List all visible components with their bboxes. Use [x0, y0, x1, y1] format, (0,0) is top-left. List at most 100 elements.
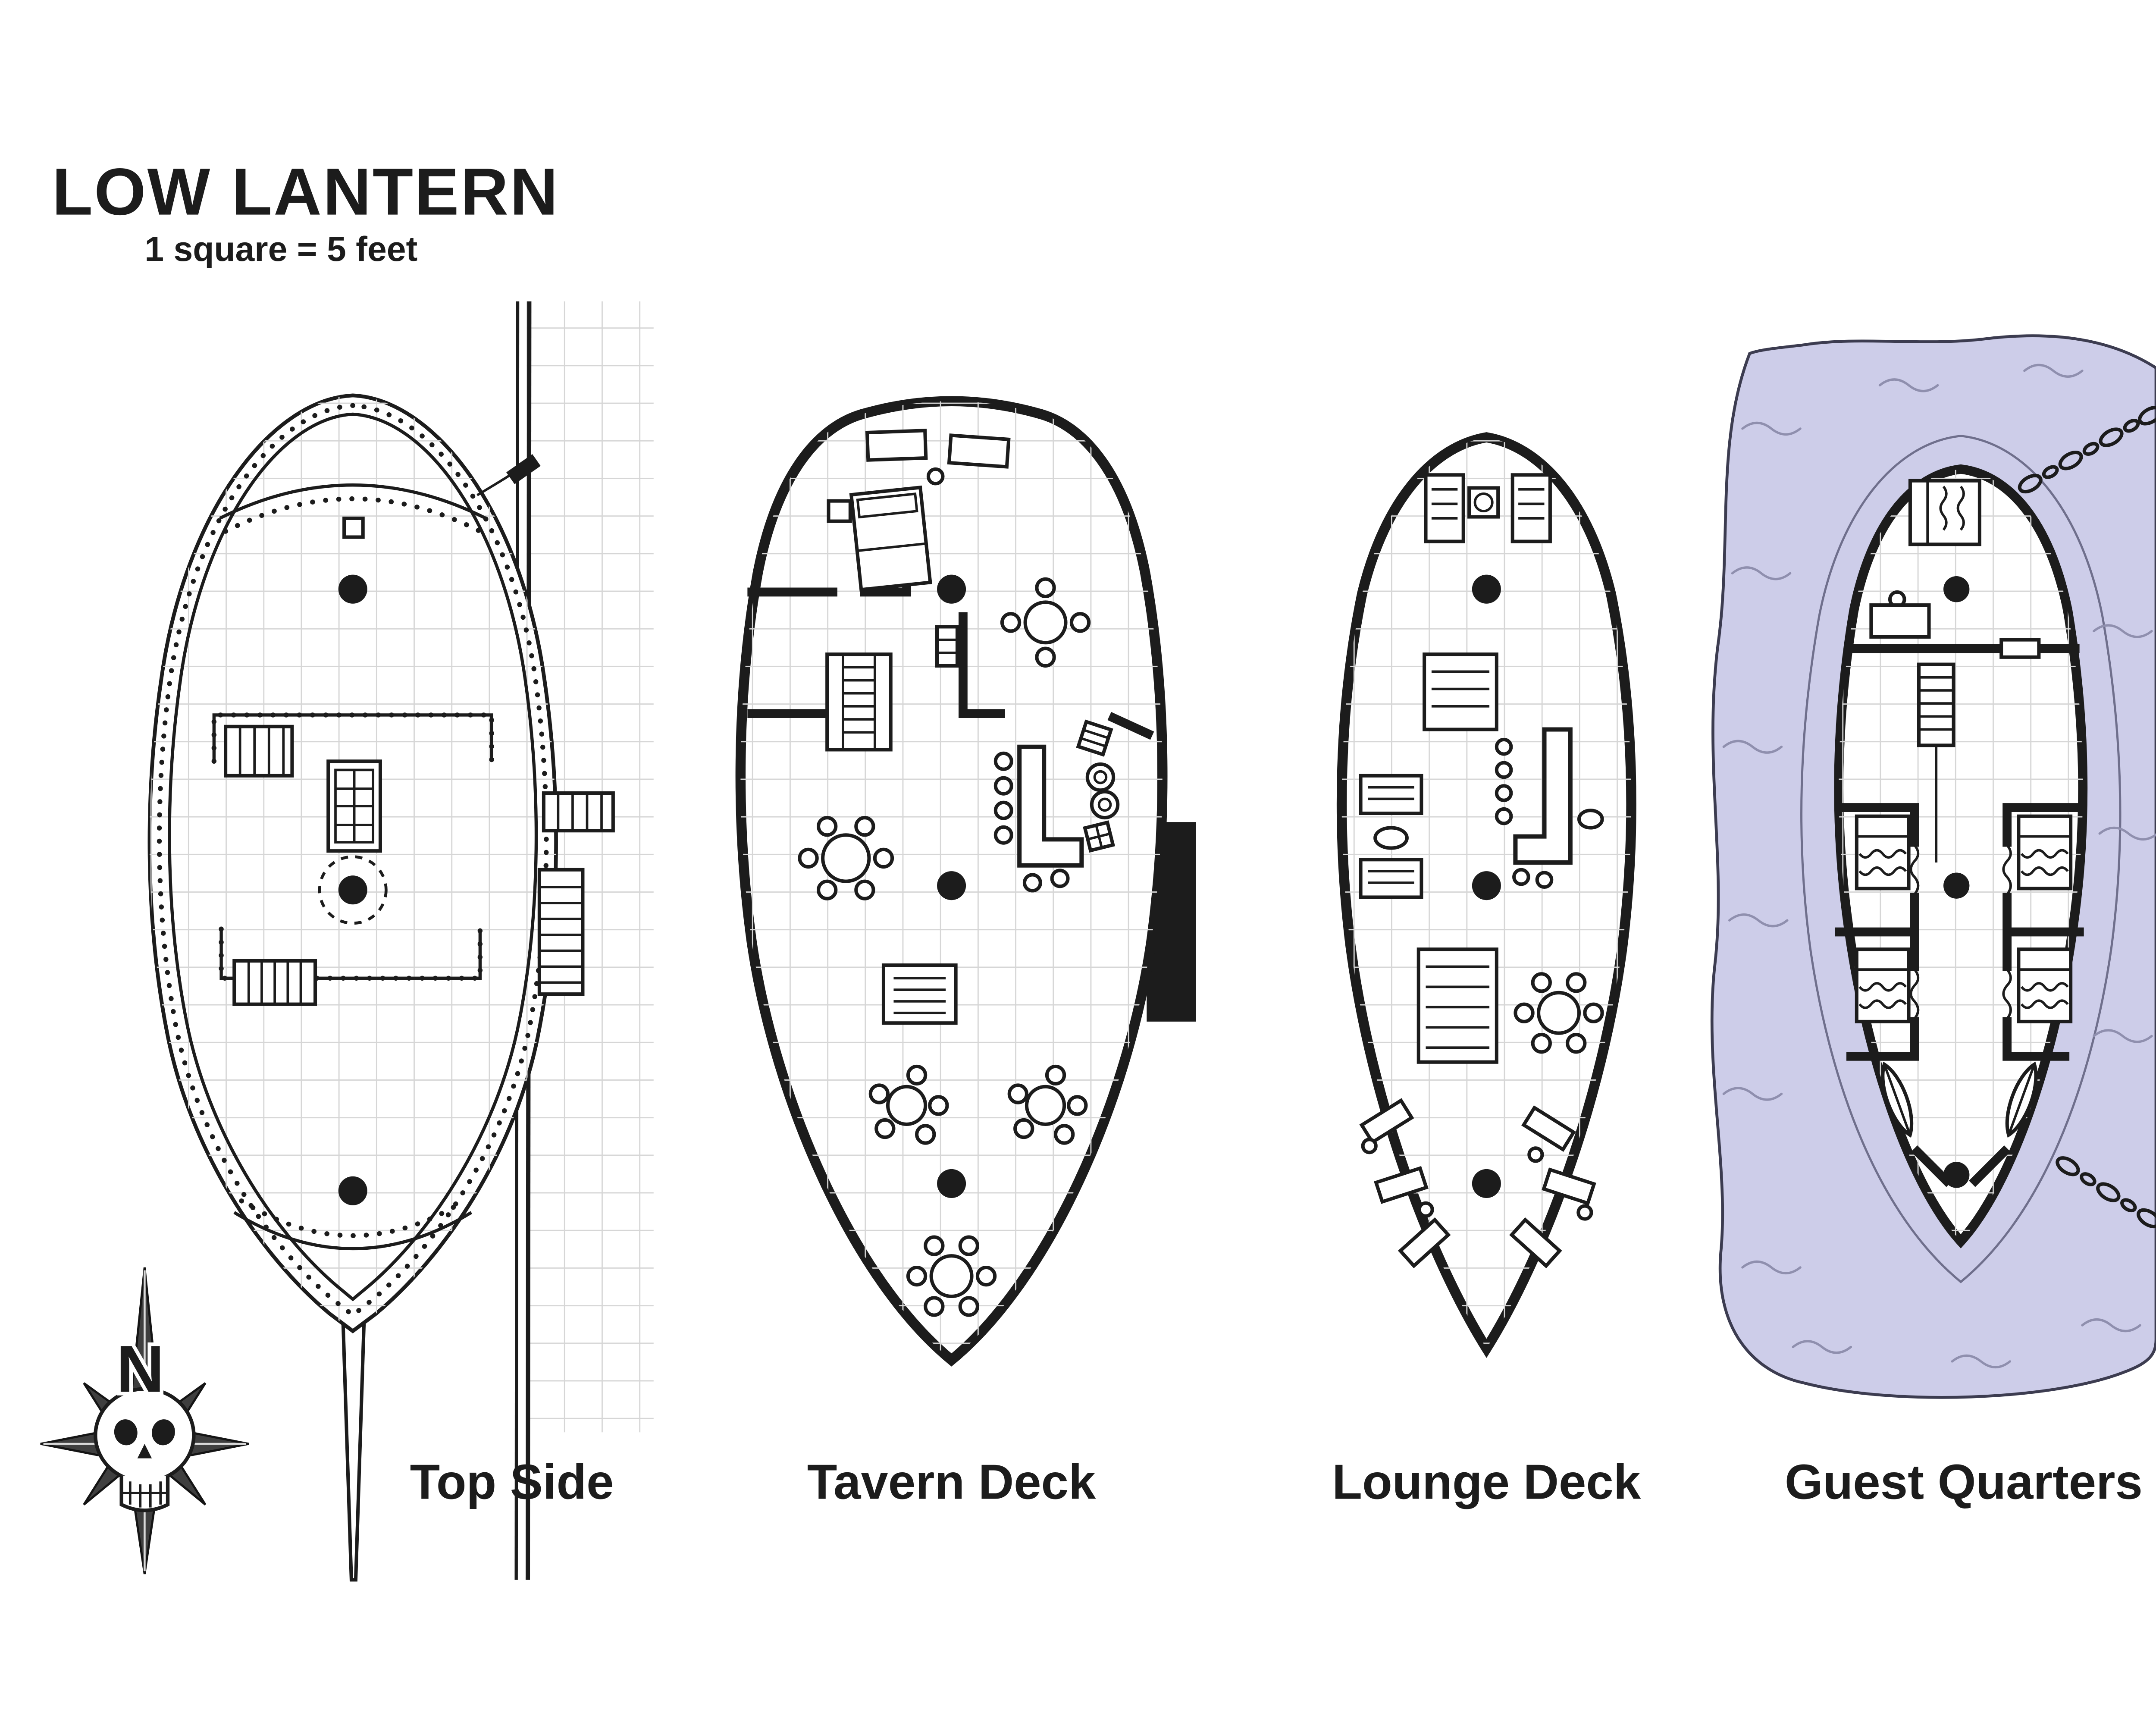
chair: [1566, 972, 1587, 993]
mooring-rope: [476, 471, 516, 496]
mast-icon: [1472, 574, 1501, 604]
barrel-top: [1093, 770, 1108, 784]
chair: [1531, 972, 1552, 993]
keg-rack-lines: [937, 638, 957, 654]
feast-table: [881, 963, 958, 1025]
bench: [1542, 1167, 1596, 1206]
mast-ring: [318, 855, 388, 925]
chair: [958, 1296, 979, 1317]
bed: [849, 485, 932, 592]
side-table: [865, 429, 928, 462]
lifeboat: [2005, 1061, 2038, 1138]
inner-hull-line: [168, 412, 538, 1302]
gangway-planks: [557, 793, 603, 831]
stair-steps: [247, 961, 302, 1004]
bed-linens: [1856, 968, 1909, 1009]
stool: [926, 467, 945, 486]
bench: [1374, 1166, 1429, 1204]
bar-stool: [1512, 868, 1530, 886]
barrel-top: [1097, 797, 1112, 812]
quarterdeck-dots: [223, 496, 483, 534]
chair: [906, 1064, 928, 1086]
interior-walls: [1835, 644, 2084, 1187]
mast-icon: [937, 871, 966, 900]
chair: [1069, 612, 1091, 633]
round-table: [886, 1085, 928, 1126]
chair: [915, 1124, 936, 1145]
bed-linens: [2018, 968, 2071, 1009]
barrel: [1085, 762, 1116, 792]
round-table: [929, 1254, 974, 1298]
chair: [1514, 1002, 1535, 1023]
bench: [1359, 1098, 1414, 1145]
chair: [924, 1235, 945, 1256]
round-table: [1023, 600, 1068, 645]
quarterdeck-edge: [219, 483, 487, 520]
stair-steps: [238, 726, 285, 776]
mast-icon: [1472, 871, 1501, 900]
stool: [1361, 1138, 1378, 1154]
forecastle-dots: [239, 1198, 467, 1238]
deck-plan-tavern-deck: [735, 396, 1196, 1367]
map-title: LOW LANTERN: [52, 154, 559, 229]
stair-steps: [1919, 676, 1954, 731]
mast-icon: [1943, 576, 1970, 602]
sofa: [1359, 774, 1423, 815]
chair: [1067, 1095, 1088, 1116]
barrel: [1090, 790, 1120, 820]
dock-ladder: [537, 868, 585, 996]
sofa: [1423, 652, 1498, 731]
bar-counter: [1513, 727, 1573, 865]
chair: [928, 1095, 949, 1116]
mast-icon: [1943, 1162, 1970, 1188]
mast-icon: [338, 574, 367, 604]
sofa: [1416, 947, 1498, 1064]
forecastle-edge: [233, 1211, 473, 1250]
capstan: [1473, 492, 1494, 512]
stairs: [224, 724, 294, 778]
chair: [874, 1118, 896, 1139]
sofa-cushions: [1431, 670, 1490, 708]
bar-stool: [993, 825, 1013, 845]
chair: [873, 847, 894, 869]
chair: [1013, 1118, 1034, 1139]
capstan-base: [1467, 486, 1500, 519]
chair: [1035, 646, 1056, 668]
bed-linens: [1856, 835, 1909, 876]
bed-linens: [2018, 835, 2071, 876]
nightstand: [827, 499, 852, 523]
chair: [975, 1265, 997, 1287]
chair: [798, 847, 819, 869]
mid-railing-dots: [219, 926, 483, 981]
lifeboat: [1881, 1061, 1914, 1138]
ripple-ring: [1800, 435, 2122, 1283]
mid-railing-dots: [211, 712, 494, 764]
sofa-cushions: [1368, 786, 1414, 800]
mast-icon: [1943, 872, 1970, 899]
chair: [854, 879, 875, 900]
bar-stool: [993, 776, 1013, 796]
bar-stool: [993, 800, 1013, 820]
skylight-panes: [335, 770, 373, 843]
mast-icon: [338, 1176, 367, 1205]
chair: [854, 816, 875, 837]
chair: [1583, 1002, 1604, 1023]
north-label: N: [116, 1331, 164, 1406]
sofa-cushions: [1426, 965, 1490, 1049]
bar-stool: [1495, 807, 1513, 825]
chair: [1531, 1033, 1552, 1054]
chair: [924, 1296, 945, 1317]
anchor-chain-bottom: [2056, 1156, 2156, 1229]
chair: [1000, 612, 1022, 633]
bar-counter: [1017, 744, 1084, 868]
stool: [1417, 1201, 1434, 1218]
stool: [1527, 1146, 1544, 1163]
bar-stool: [993, 751, 1013, 771]
chair: [1053, 1124, 1075, 1145]
stool: [1576, 1204, 1593, 1221]
chair: [817, 879, 838, 900]
mast-icon: [937, 574, 966, 604]
deck-label-guest-quarters: Guest Quarters: [1785, 1455, 2143, 1510]
